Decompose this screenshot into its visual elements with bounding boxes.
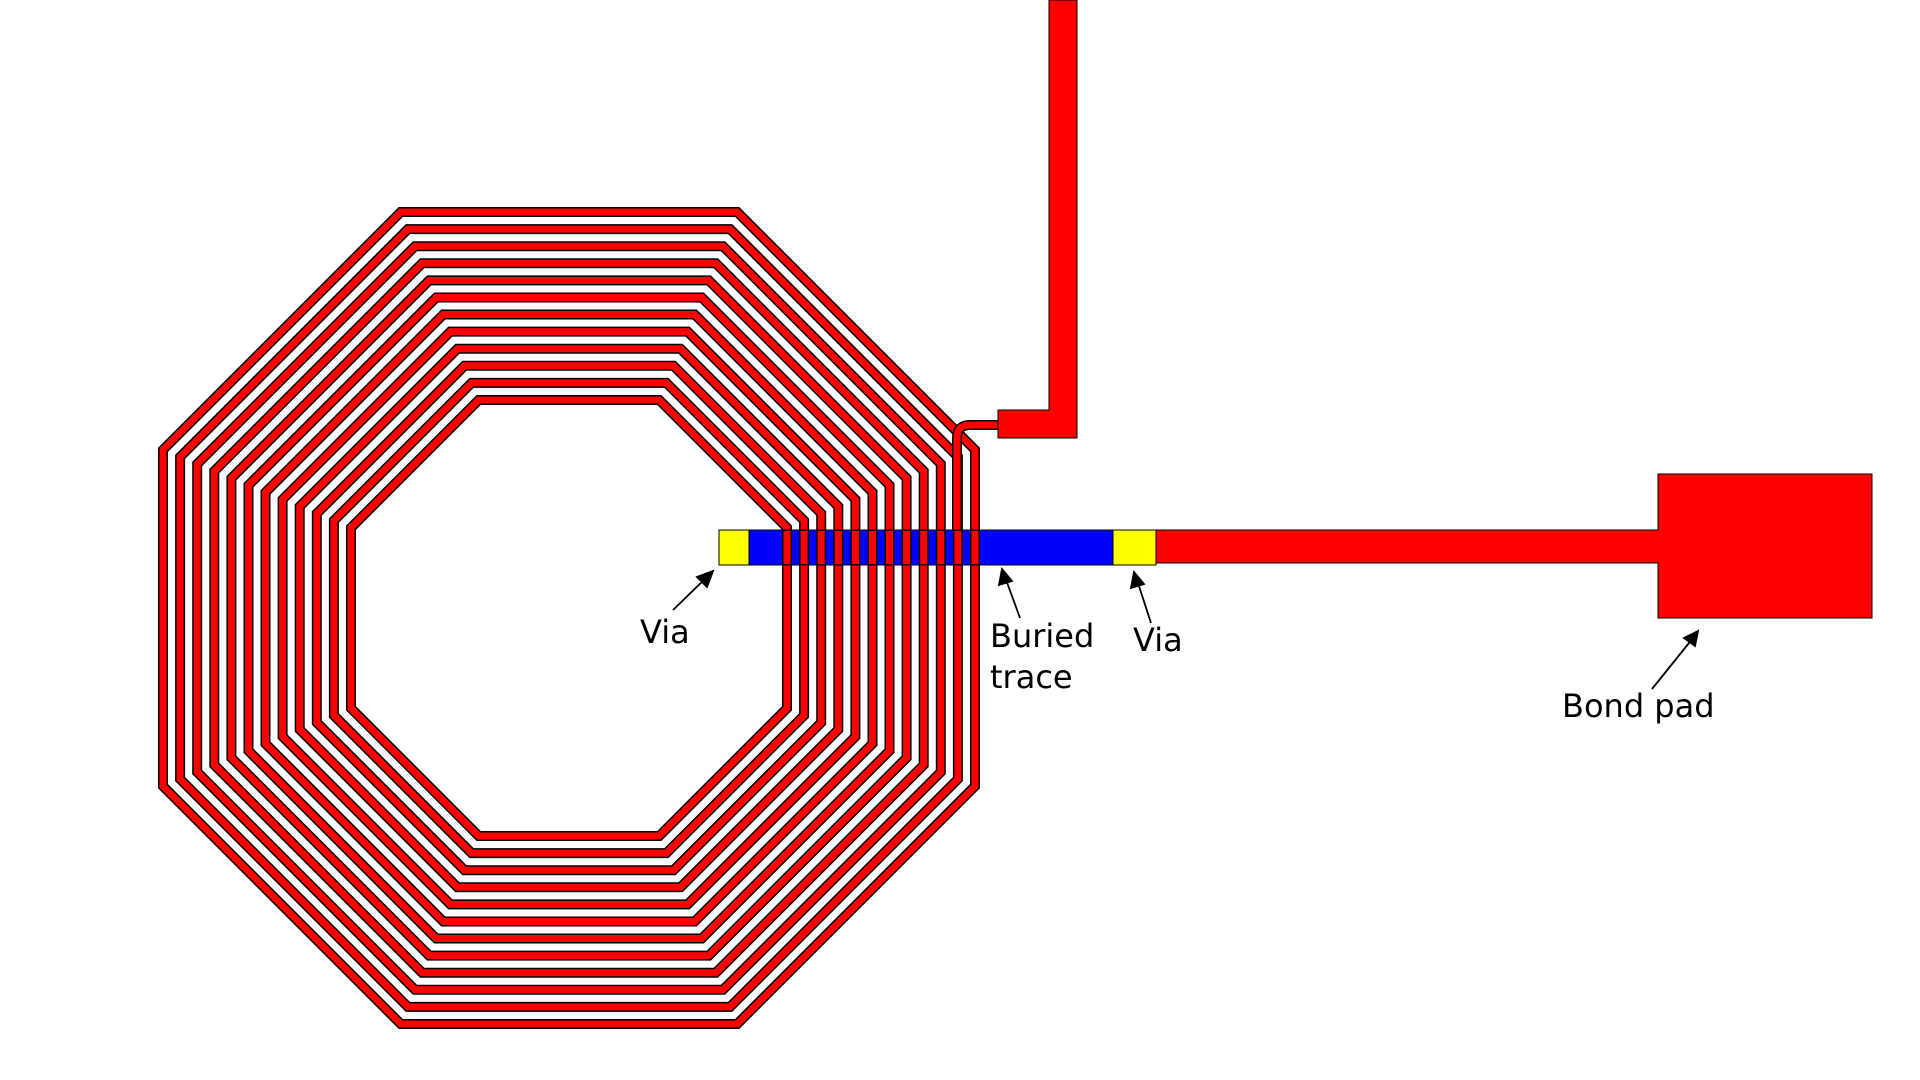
buried-trace-arrow	[1004, 576, 1021, 619]
coil-crossing	[903, 531, 911, 564]
coil-return-trace-fill	[953, 421, 1000, 552]
buried-trace-label-line1: Buried	[990, 617, 1094, 655]
coil-crossing	[971, 531, 979, 564]
coil-turn-outline	[192, 241, 946, 995]
octagonal-spiral-coil	[158, 207, 980, 1029]
coil-turn	[245, 294, 893, 942]
coil-crossings-over-buried-trace	[782, 530, 980, 565]
coil-crossing	[851, 531, 859, 564]
coil-crossing	[920, 531, 928, 564]
coil-turn	[347, 396, 791, 840]
coil-crossing	[834, 531, 842, 564]
buried-trace-arrow-head	[997, 566, 1014, 587]
coil-turn	[210, 259, 928, 977]
via-left-label: Via	[640, 613, 690, 651]
coil-turn	[176, 225, 962, 1011]
coil-turn	[193, 242, 945, 994]
feed-trace	[997, 0, 1078, 439]
bond-pad-with-output-trace	[1155, 473, 1873, 619]
coil-turn	[330, 379, 808, 857]
via-right-label: Via	[1133, 621, 1183, 659]
callout-arrows	[672, 566, 1700, 690]
coil-crossing	[817, 531, 825, 564]
coil-crossing	[954, 531, 962, 564]
coil-turn	[313, 362, 825, 874]
via-right	[1112, 529, 1157, 566]
coil-crossing	[869, 531, 876, 564]
coil-turn	[262, 311, 876, 925]
bond-pad-arrow	[1651, 637, 1694, 690]
coil-turn	[159, 208, 979, 1028]
via-left	[718, 529, 750, 566]
via-right-arrow	[1136, 579, 1152, 624]
coil-crossing	[937, 531, 945, 564]
bond-pad-label: Bond pad	[1562, 687, 1715, 725]
coil-crossing	[783, 531, 791, 564]
buried-trace-label-line2: trace	[990, 658, 1073, 696]
via-left-arrow-head	[695, 569, 715, 589]
coil-turn	[279, 328, 859, 908]
coil-turn	[227, 276, 911, 960]
coil-crossing	[886, 531, 893, 564]
bond-pad-arrow-head	[1682, 629, 1700, 648]
buried-trace	[748, 529, 1114, 566]
coil-turn	[296, 345, 842, 891]
via-right-arrow-head	[1129, 569, 1146, 590]
coil-crossing	[800, 531, 808, 564]
